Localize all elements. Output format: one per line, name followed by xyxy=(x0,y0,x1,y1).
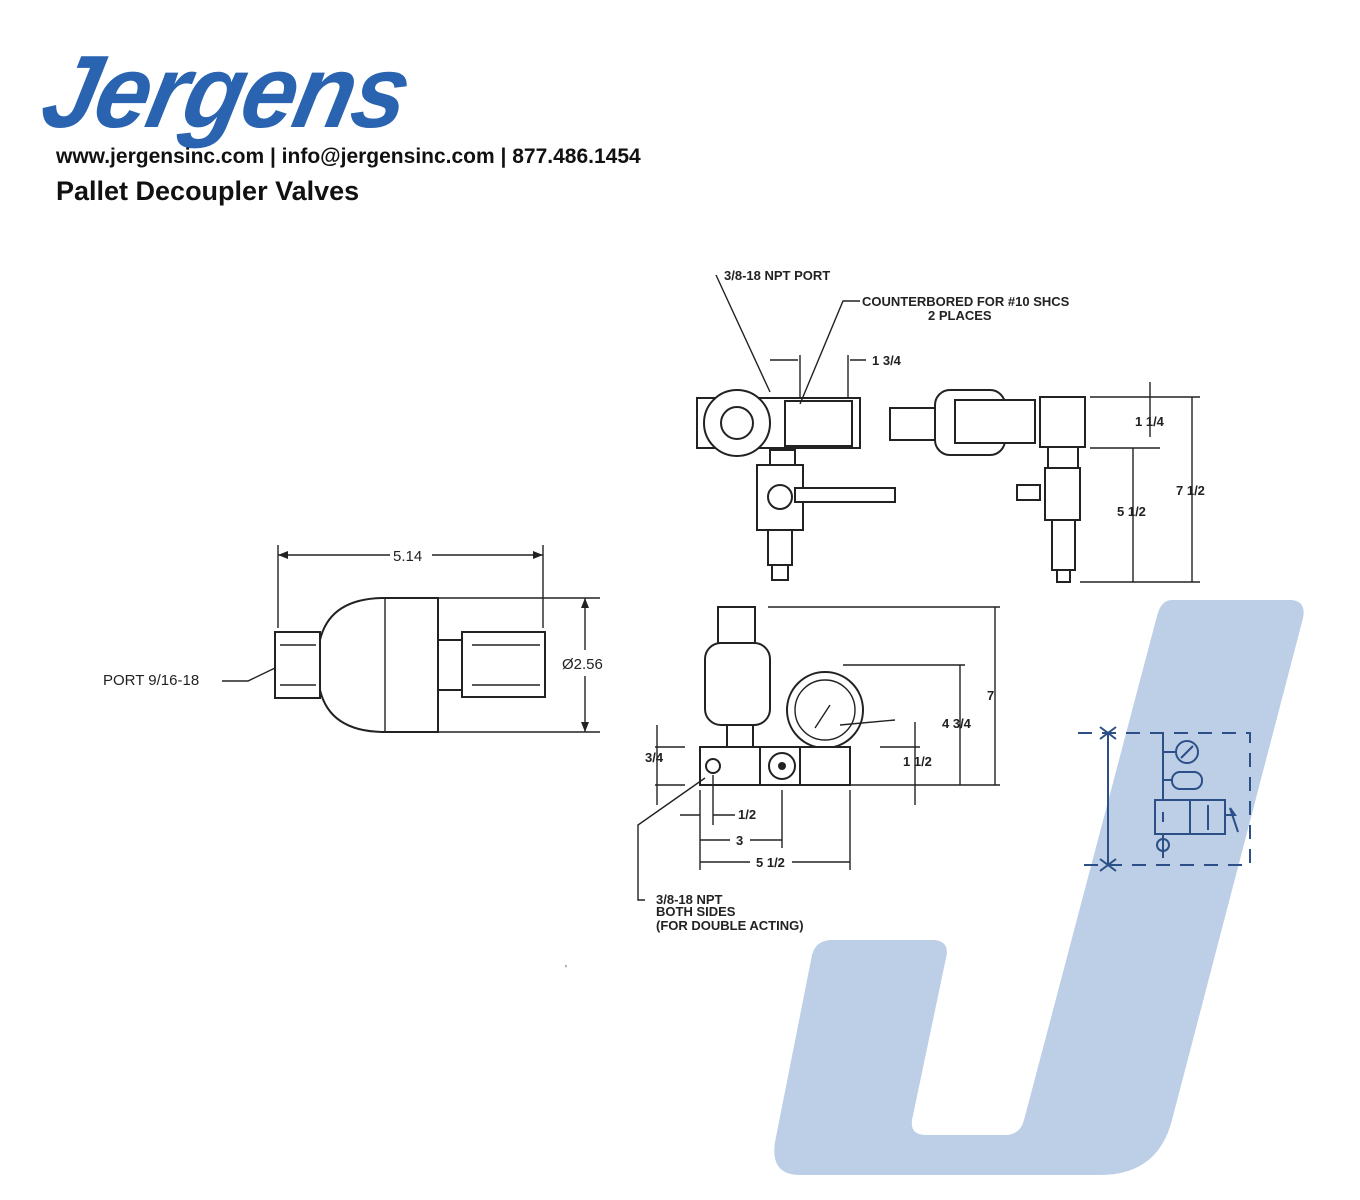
npt-note-line1: 3/8-18 NPT xyxy=(656,892,723,907)
contact-info: www.jergensinc.com | info@jergensinc.com… xyxy=(56,145,641,168)
port-label: PORT 9/16-18 xyxy=(103,672,199,689)
accumulator-length-dim: 5.14 xyxy=(393,548,422,565)
front-view: 7 4 3/4 1 1/2 3/4 1/2 3 5 1/2 3/8-18 NPT… xyxy=(637,606,1000,933)
npt-note-line3: (FOR DOUBLE ACTING) xyxy=(656,918,804,933)
npt-port-label: 3/8-18 NPT PORT xyxy=(724,268,830,283)
page-title: Pallet Decoupler Valves xyxy=(56,176,360,206)
dim-7: 7 xyxy=(987,688,994,703)
counterbored-label: COUNTERBORED FOR #10 SHCS xyxy=(862,294,1070,309)
stray-mark: ' xyxy=(565,964,567,975)
dim-7-1-2: 7 1/2 xyxy=(1176,483,1205,498)
dim-1-3-4: 1 3/4 xyxy=(872,353,902,368)
dim-1-1-2: 1 1/2 xyxy=(903,754,932,769)
dim-1-1-4: 1 1/4 xyxy=(1135,414,1165,429)
top-view-front: 3/8-18 NPT PORT COUNTERBORED FOR #10 SHC… xyxy=(696,268,1070,581)
dim-4-3-4: 4 3/4 xyxy=(942,716,972,731)
dim-3: 3 xyxy=(736,833,743,848)
accumulator-diameter-dim: Ø2.56 xyxy=(562,656,603,673)
npt-note-line2: BOTH SIDES xyxy=(656,904,736,919)
dim-3-4: 3/4 xyxy=(645,750,664,765)
places-label: 2 PLACES xyxy=(928,308,992,323)
top-view-side: 1 1/4 5 1/2 7 1/2 xyxy=(889,382,1205,583)
accumulator-drawing: 5.14 Ø2.56 PORT 9/16-18 xyxy=(103,545,603,733)
dim-1-2: 1/2 xyxy=(738,807,756,822)
hydraulic-schematic xyxy=(1078,726,1251,872)
jergens-logo: Jergens xyxy=(32,33,420,150)
dim-5-1-2-side: 5 1/2 xyxy=(1117,504,1146,519)
dim-5-1-2-front: 5 1/2 xyxy=(756,855,785,870)
watermark-j-logo xyxy=(774,600,1304,1175)
